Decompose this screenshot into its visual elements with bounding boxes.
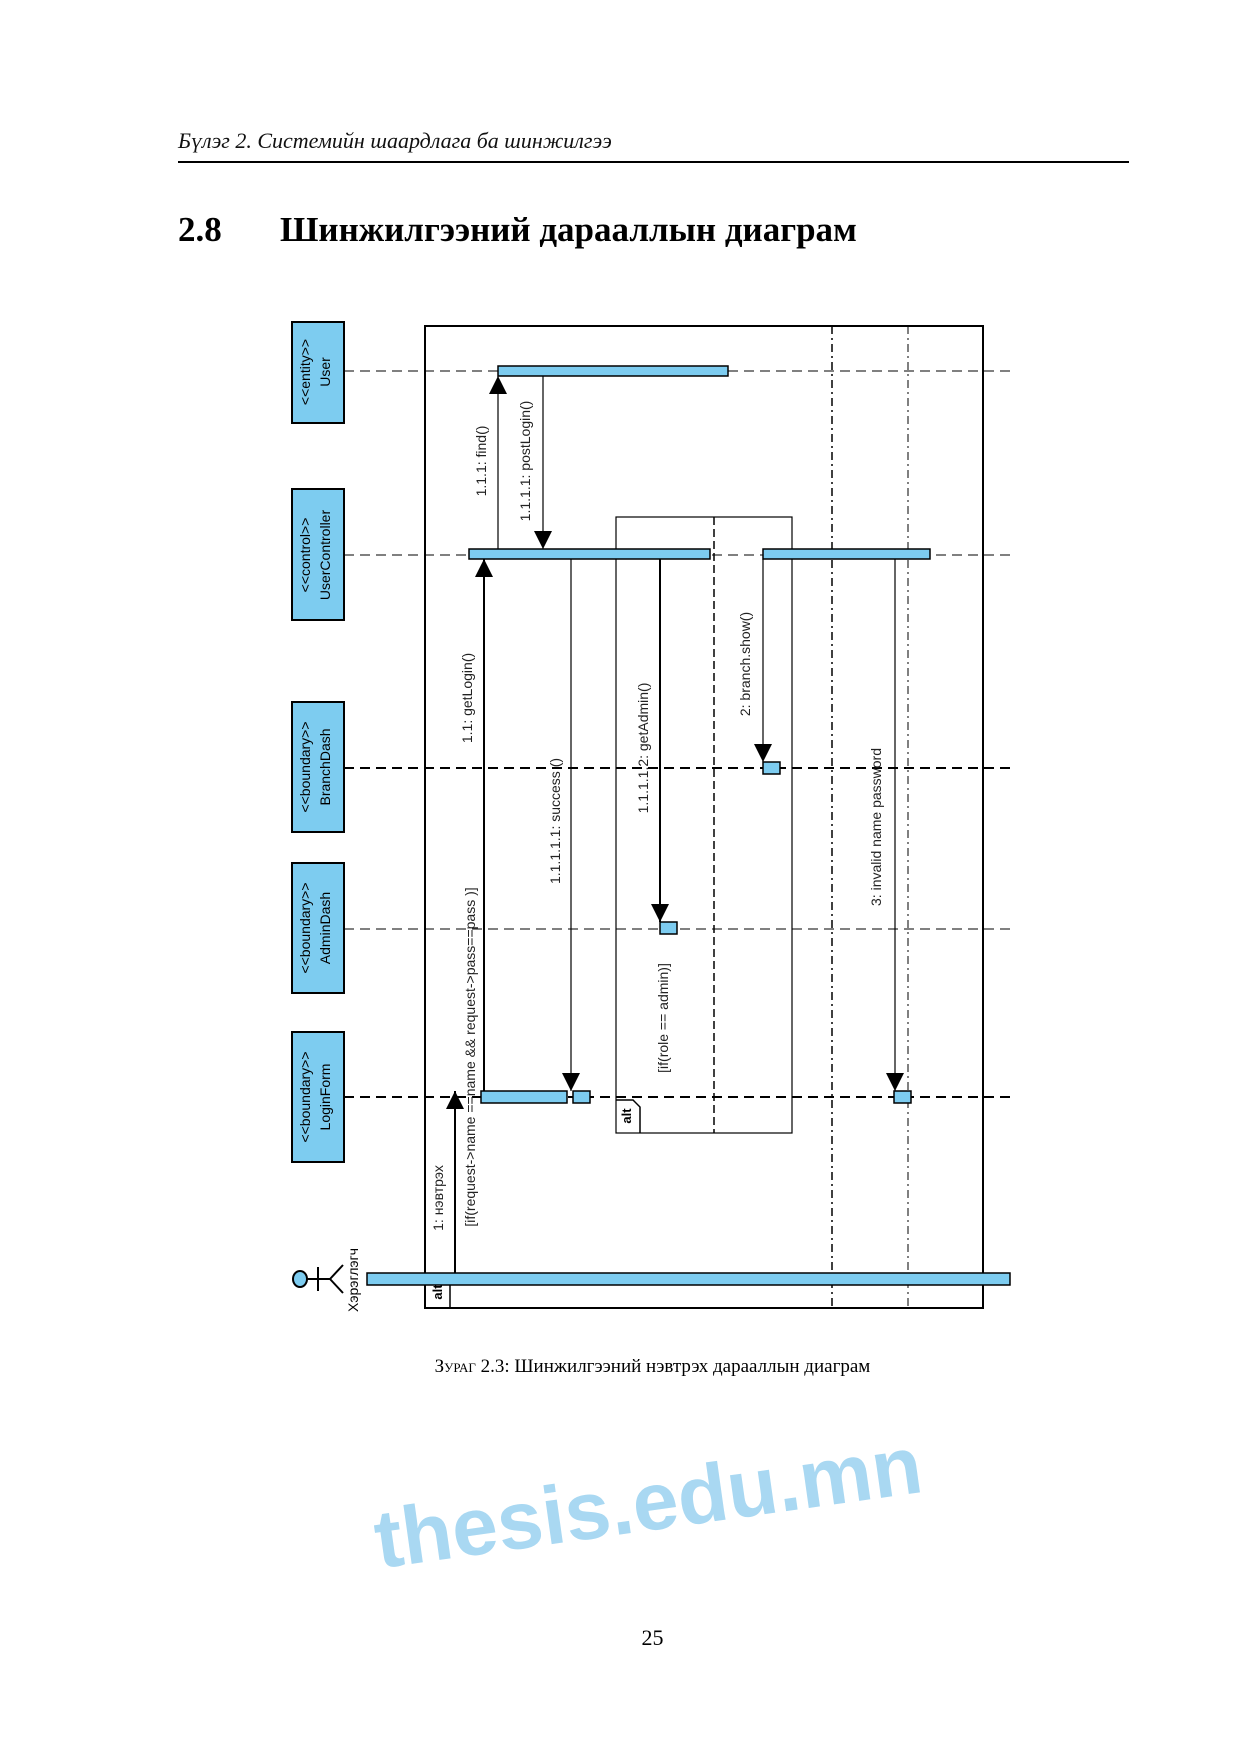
activation-user (497, 365, 729, 377)
activation-loginform-2 (572, 1090, 591, 1104)
lifeline-lines (344, 370, 1012, 1098)
header-rule (178, 161, 1129, 163)
message-label: 3: invalid name password (868, 748, 884, 906)
watermark: thesis.edu.mn (369, 1419, 928, 1586)
caption-text: Шинжилгээний нэвтрэх дарааллын диаграм (514, 1356, 871, 1377)
lifeline-name: UserController (317, 510, 333, 601)
stereotype-label: <<control>> (297, 518, 313, 593)
lifeline-head-loginform[interactable]: <<boundary>> LoginForm (291, 1031, 345, 1163)
alt-label-inner: alt (619, 1108, 634, 1124)
activation-loginform-1 (480, 1090, 568, 1104)
activation-branchdash (762, 761, 781, 775)
guard-outer: [if(request->name ==name && request->pas… (462, 887, 478, 1226)
message-label: 1: нэвтрэх (430, 1165, 446, 1231)
message-label: 1.1.1: find() (473, 426, 489, 497)
lifeline-name: AdminDash (317, 892, 333, 964)
activation-usercontroller-2 (762, 548, 931, 560)
stereotype-label: <<boundary>> (297, 721, 313, 812)
section-title: Шинжилгээний дарааллын диаграм (280, 210, 857, 249)
alt-frame-inner (615, 516, 793, 1134)
section-number: 2.8 (178, 210, 222, 249)
activation-usercontroller-1 (468, 548, 711, 560)
stereotype-label: <<boundary>> (297, 882, 313, 973)
message-label: 1.1.1.1.2: getAdmin() (635, 683, 651, 814)
lifeline-name: BranchDash (317, 728, 333, 805)
activation-loginform-3 (893, 1090, 912, 1104)
lifeline-name: User (317, 357, 333, 387)
alt-frame-outer (424, 325, 984, 1309)
stereotype-label: <<entity>> (297, 339, 313, 405)
message-label: 1.1: getLogin() (459, 653, 475, 743)
guard-inner: [if(role == admin)] (655, 963, 671, 1073)
alt-label-outer: alt (430, 1284, 445, 1300)
lifeline-head-branchdash[interactable]: <<boundary>> BranchDash (291, 701, 345, 833)
lifeline-head-usercontroller[interactable]: <<control>> UserController (291, 488, 345, 621)
activation-admindash (659, 921, 678, 935)
message-label: 2: branch.show() (737, 612, 753, 716)
lifeline-head-admindash[interactable]: <<boundary>> AdminDash (291, 862, 345, 994)
figure-caption: Зураг 2.3: Шинжилгээний нэвтрэх дарааллы… (0, 1356, 1240, 1378)
alt-tab-inner (616, 1099, 641, 1133)
running-head: Бүлэг 2. Системийн шаардлага ба шинжилгэ… (178, 128, 612, 153)
actor-name: Хэрэглэгч (345, 1248, 361, 1312)
lifeline-name: LoginForm (317, 1064, 333, 1131)
stereotype-label: <<boundary>> (297, 1051, 313, 1142)
page-number: 25 (641, 1625, 664, 1650)
message-label: 1.1.1.1: postLogin() (517, 401, 533, 522)
message-label: 1.1.1.1.1: success () (547, 758, 563, 884)
lifeline-head-user[interactable]: <<entity>> User (291, 321, 345, 424)
activation-actor (366, 1272, 1011, 1286)
caption-label: Зураг 2.3: (434, 1356, 510, 1377)
actor-icon[interactable] (292, 1264, 344, 1294)
